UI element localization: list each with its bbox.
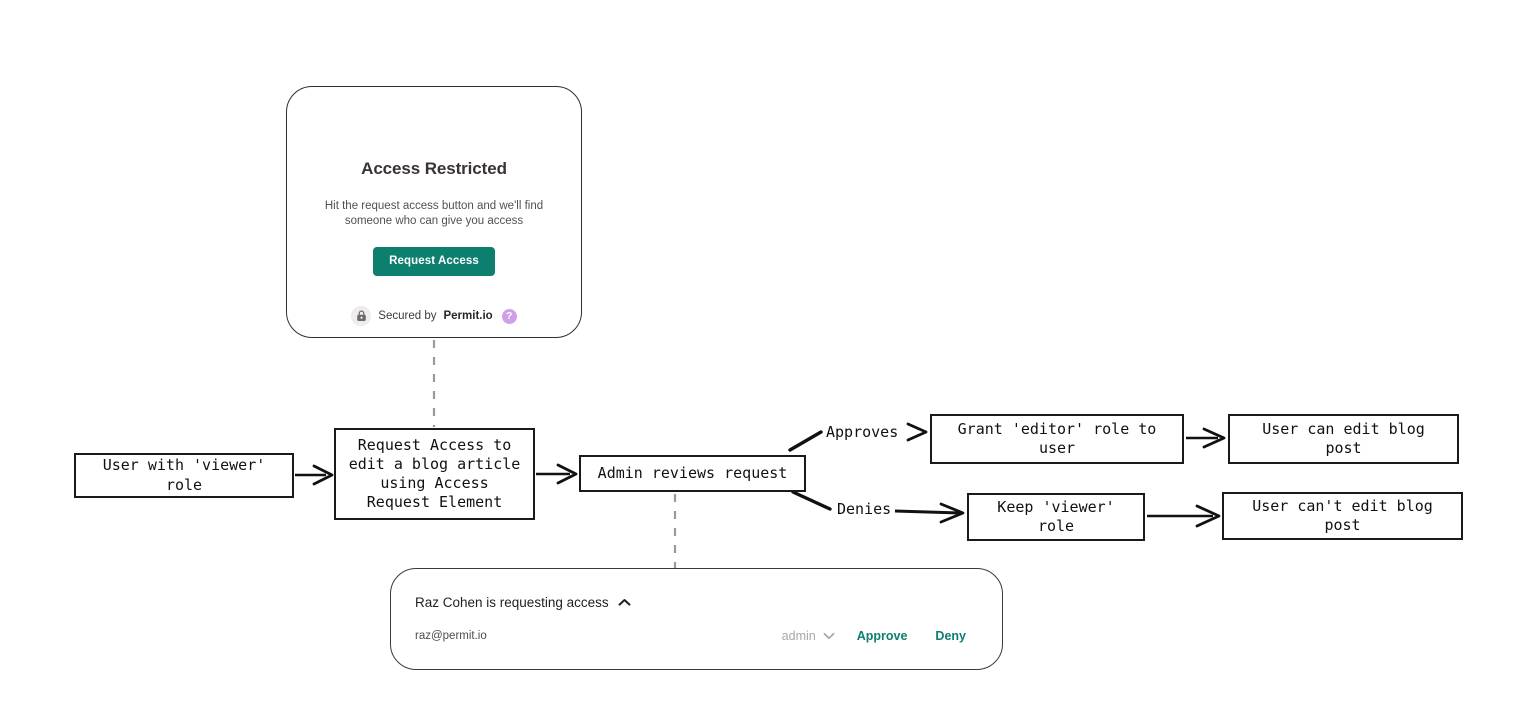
access-request-approval-card: Raz Cohen is requesting access raz@permi… xyxy=(390,568,1003,670)
node-user-viewer-role[interactable]: User with 'viewer' role xyxy=(74,453,294,498)
arrow-request-to-admin xyxy=(536,463,578,485)
role-select-value: admin xyxy=(781,629,816,643)
node-request-access-element[interactable]: Request Access to edit a blog article us… xyxy=(334,428,535,520)
approval-detail-row: raz@permit.io admin Approve Deny xyxy=(415,629,978,643)
arrow-user-to-request xyxy=(295,464,334,486)
permit-brand-label: Permit.io xyxy=(443,310,493,323)
request-access-button[interactable]: Request Access xyxy=(373,247,495,277)
approval-headline-row[interactable]: Raz Cohen is requesting access xyxy=(415,595,978,610)
lock-icon xyxy=(351,306,372,327)
secured-by-text: Secured by xyxy=(378,310,437,323)
node-user-cannot-edit[interactable]: User can't edit blog post xyxy=(1222,492,1463,540)
edge-label-denies: Denies xyxy=(837,500,892,518)
node-admin-reviews-request[interactable]: Admin reviews request xyxy=(579,455,806,492)
secured-by-row: Secured by Permit.io ? xyxy=(351,306,517,327)
arrow-keep-to-cannotedit xyxy=(1147,504,1221,528)
access-card-subtitle: Hit the request access button and we'll … xyxy=(324,200,544,228)
role-select[interactable]: admin xyxy=(782,629,835,643)
chevron-up-icon[interactable] xyxy=(618,595,631,610)
arrow-grant-to-canedit xyxy=(1186,427,1226,449)
approval-actions: admin Approve Deny xyxy=(782,629,978,643)
edge-label-approves: Approves xyxy=(826,423,899,441)
access-card-title: Access Restricted xyxy=(361,159,507,178)
requester-email: raz@permit.io xyxy=(415,630,487,642)
node-user-can-edit[interactable]: User can edit blog post xyxy=(1228,414,1459,464)
node-grant-editor-role[interactable]: Grant 'editor' role to user xyxy=(930,414,1184,464)
deny-button[interactable]: Deny xyxy=(935,629,966,643)
node-keep-viewer-role[interactable]: Keep 'viewer' role xyxy=(967,493,1145,541)
access-restricted-card: Access Restricted Hit the request access… xyxy=(286,86,582,338)
approve-button[interactable]: Approve xyxy=(856,629,908,643)
approval-headline-text: Raz Cohen is requesting access xyxy=(415,595,609,610)
help-icon[interactable]: ? xyxy=(501,308,517,324)
chevron-down-icon[interactable] xyxy=(823,629,835,643)
